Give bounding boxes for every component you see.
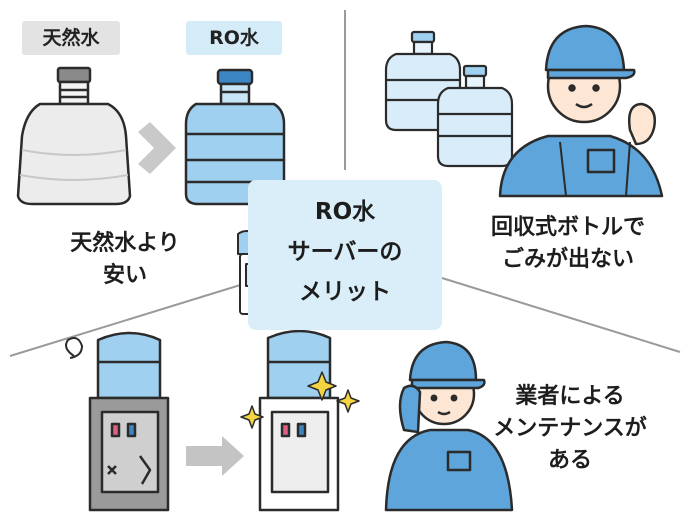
page-title-line: メリット [299, 279, 391, 305]
ro-water-bottle-icon [184, 68, 286, 206]
caption-line: 回収式ボトルで [490, 215, 645, 240]
caption-line: ごみが出ない [501, 247, 634, 272]
merit-bottle-caption: 回収式ボトルで ごみが出ない [462, 212, 674, 276]
center-title-box [248, 180, 442, 330]
caption-line: 業者による [515, 384, 625, 409]
merit-cheaper-caption: 天然水より 安い [40, 228, 210, 292]
caption-line: ある [547, 448, 592, 473]
arrow-right-icon [186, 436, 244, 476]
page-title-line: RO水 [314, 199, 376, 225]
page-title: RO水 サーバーの メリット [248, 192, 442, 312]
caption-line: 安い [102, 263, 147, 288]
arrow-right-icon [138, 122, 176, 174]
sparkle-icon [240, 371, 360, 429]
natural-water-bottle-icon [16, 66, 132, 206]
dizzy-icon [65, 337, 84, 359]
ro-water-bottle-icon [436, 64, 514, 168]
divider-lines [9, 10, 681, 357]
worker-icon [498, 24, 664, 198]
ro-water-label: RO水 [186, 21, 282, 55]
caption-line: メンテナンスが [493, 416, 647, 441]
merit-maintenance-caption: 業者による メンテナンスが ある [462, 381, 678, 477]
worker-icon [384, 340, 514, 512]
water-server-icon [258, 329, 340, 512]
natural-water-label: 天然水 [22, 21, 120, 55]
water-server-icon [88, 331, 170, 512]
caption-line: 天然水より [70, 231, 180, 256]
page-title-line: サーバーの [287, 239, 403, 265]
